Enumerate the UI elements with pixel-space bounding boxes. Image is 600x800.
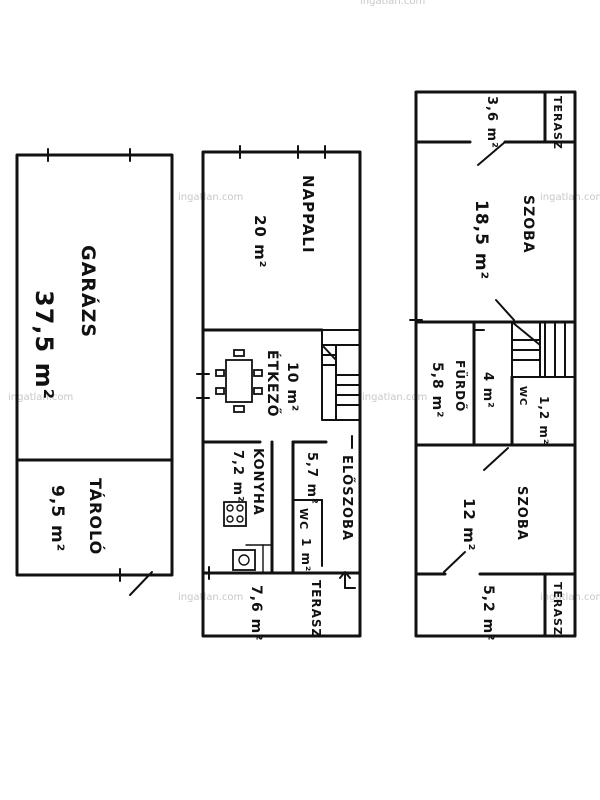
terrace-top-area-label: 3,6 m² [484,96,499,149]
wc-ground-name-label: WC [297,508,310,530]
hall-upper-area-label: 4 m² [480,372,495,409]
room-labels: GARÁZS 37,5 m² TÁROLÓ 9,5 m² NAPPALI 20 … [30,96,564,641]
top-terrace-door [477,141,506,166]
wc-upper-area-label: 1,2 m² [537,396,551,445]
watermarks: ingatlan.com ingatlan.com ingatlan.com i… [8,0,600,603]
garage-outline [15,153,174,577]
garage-name-label: GARÁZS [77,245,100,338]
upper-staircase [511,321,576,378]
bedroom2-name-label: SZOBA [514,486,529,541]
dining-area-label: 10 m² [284,362,300,412]
watermark-7: ingatlan.com [360,0,425,7]
dining-name-label: ÉTKEZŐ [264,350,282,418]
ground-floor [196,145,362,638]
bedroom1-area-label: 18,5 m² [471,200,491,280]
watermark-5: ingatlan.com [178,592,243,603]
dining-table-icon [215,349,263,413]
watermark-2: ingatlan.com [540,192,600,203]
bedroom1-door [495,299,515,321]
garage-block [15,148,174,596]
bedroom1-name-label: SZOBA [520,195,536,254]
bath-name-label: FÜRDŐ [453,360,468,412]
watermark-4: ingatlan.com [362,392,427,403]
upper-floor-outline [414,90,577,638]
terrace-ground-name-label: TERASZ [309,580,323,638]
watermark-1: ingatlan.com [178,192,243,203]
living-area-label: 20 m² [251,215,269,268]
terrace-bottom-area-label: 5,2 m² [480,585,496,641]
terrace-top-name-label: TERASZ [551,96,564,150]
storage-door-leaf [129,571,153,596]
watermark-6: ingatlan.com [540,592,600,603]
storage-name-label: TÁROLÓ [86,478,105,555]
watermark-3: ingatlan.com [8,392,73,403]
wc-ground-area-label: 1 m² [299,538,313,572]
kitchen-area-label: 7,2 m² [230,450,245,503]
storage-area-label: 9,5 m² [47,485,67,552]
bedroom2-door [483,447,509,471]
hall-area-label: 5,7 m² [304,452,319,505]
bedroom2-area-label: 12 m² [460,498,478,551]
hall-name-label: ELŐSZOBA [339,455,355,541]
wc-upper-name-label: WC [517,386,528,406]
upper-floor [409,90,577,638]
entrance-arrowhead-icon [339,571,351,579]
bottom-terrace-door [443,551,466,573]
kitchen-name-label: KONYHA [250,448,265,516]
bath-area-label: 5,8 m² [429,362,445,418]
garage-area-label: 37,5 m² [30,290,58,400]
sink-icon [232,549,256,571]
terrace-bottom-name-label: TERASZ [551,582,564,636]
hob-icon [223,501,247,527]
ground-staircase [321,329,361,421]
terrace-ground-area-label: 7,6 m² [248,585,264,641]
living-name-label: NAPPALI [299,175,317,254]
